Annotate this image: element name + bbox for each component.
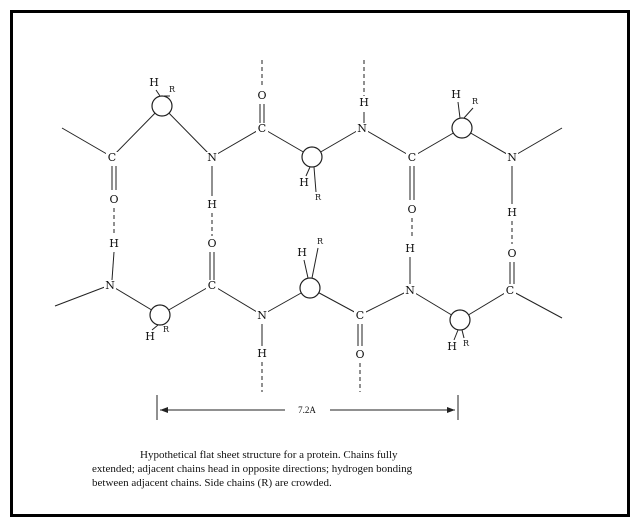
caption-line-1: Hypothetical flat sheet structure for a … — [140, 449, 398, 461]
bond — [151, 324, 159, 331]
atom-hydrogen: H — [359, 96, 369, 109]
atom-nitrogen: N — [105, 279, 115, 292]
alpha-carbon — [449, 309, 471, 331]
atom-hydrogen: H — [149, 76, 159, 89]
atom-oxygen: O — [507, 247, 516, 260]
atom-oxygen: O — [407, 203, 416, 216]
dimension-label: 7.2A — [298, 405, 316, 415]
bond — [311, 247, 319, 279]
label-backdrop — [406, 152, 418, 164]
atom-oxygen: O — [207, 237, 216, 250]
atom-nitrogen: N — [207, 151, 217, 164]
backbone-bond — [359, 289, 411, 316]
atom-hydrogen: H — [447, 340, 457, 353]
atom-hydrogen: H — [297, 246, 307, 259]
backbone-bond — [361, 127, 413, 158]
atom-carbon: C — [408, 151, 416, 164]
side-chain-r: R — [317, 237, 324, 246]
alpha-carbon — [451, 117, 473, 139]
side-chain-r: R — [472, 97, 479, 106]
backbone-bond — [61, 127, 113, 158]
alpha-carbon — [149, 304, 171, 326]
caption-line-2: extended; adjacent chains head in opposi… — [92, 463, 413, 475]
atom-oxygen: O — [355, 348, 364, 361]
atom-hydrogen: H — [451, 88, 461, 101]
backbone-bond — [211, 127, 263, 158]
bond — [461, 329, 465, 339]
label-backdrop — [404, 285, 416, 297]
bond — [305, 166, 311, 177]
atom-carbon: C — [356, 309, 364, 322]
atom-hydrogen: H — [257, 347, 267, 360]
atom-hydrogen: H — [507, 206, 517, 219]
bond — [453, 329, 459, 341]
atom-hydrogen: H — [405, 242, 415, 255]
bond — [463, 107, 474, 119]
bond — [111, 251, 115, 281]
atom-oxygen: O — [109, 193, 118, 206]
label-backdrop — [104, 280, 116, 292]
bond — [313, 166, 317, 193]
backbone-bond — [111, 105, 163, 158]
label-backdrop — [206, 152, 218, 164]
label-backdrop — [256, 310, 268, 322]
label-backdrop — [356, 123, 368, 135]
alpha-carbon — [299, 277, 321, 299]
atom-carbon: C — [258, 122, 266, 135]
backbone-bond — [211, 284, 263, 316]
atom-hydrogen: H — [299, 176, 309, 189]
figure-caption: Hypothetical flat sheet structure for a … — [92, 449, 413, 489]
backbone-bond — [54, 284, 111, 307]
label-backdrop — [206, 280, 218, 292]
backbone-bond — [509, 289, 563, 319]
side-chain-r: R — [463, 339, 470, 348]
backbone-bond — [161, 105, 213, 158]
bond — [155, 89, 161, 97]
atom-nitrogen: N — [257, 309, 267, 322]
dimension-marker: 7.2A — [156, 395, 459, 420]
atom-carbon: C — [108, 151, 116, 164]
atom-nitrogen: N — [405, 284, 415, 297]
label-backdrop — [354, 310, 366, 322]
alpha-carbon — [301, 146, 323, 168]
atom-nitrogen: N — [357, 122, 367, 135]
atom-hydrogen: H — [145, 330, 155, 343]
atom-nitrogen: N — [507, 151, 517, 164]
label-backdrop — [504, 285, 516, 297]
atom-oxygen: O — [257, 89, 266, 102]
atom-hydrogen: H — [207, 198, 217, 211]
atom-carbon: C — [506, 284, 514, 297]
caption-line-3: between adjacent chains. Side chains (R)… — [92, 477, 332, 489]
bond — [303, 259, 309, 279]
side-chain-r: R — [163, 325, 170, 334]
side-chain-r: R — [315, 193, 322, 202]
atom-hydrogen: H — [109, 237, 119, 250]
backbone-bond — [511, 127, 563, 158]
alpha-carbon — [151, 95, 173, 117]
side-chain-r: R — [169, 85, 176, 94]
label-backdrop — [106, 152, 118, 164]
atom-carbon: C — [208, 279, 216, 292]
label-backdrop — [506, 152, 518, 164]
label-backdrop — [256, 123, 268, 135]
bond — [457, 101, 461, 119]
